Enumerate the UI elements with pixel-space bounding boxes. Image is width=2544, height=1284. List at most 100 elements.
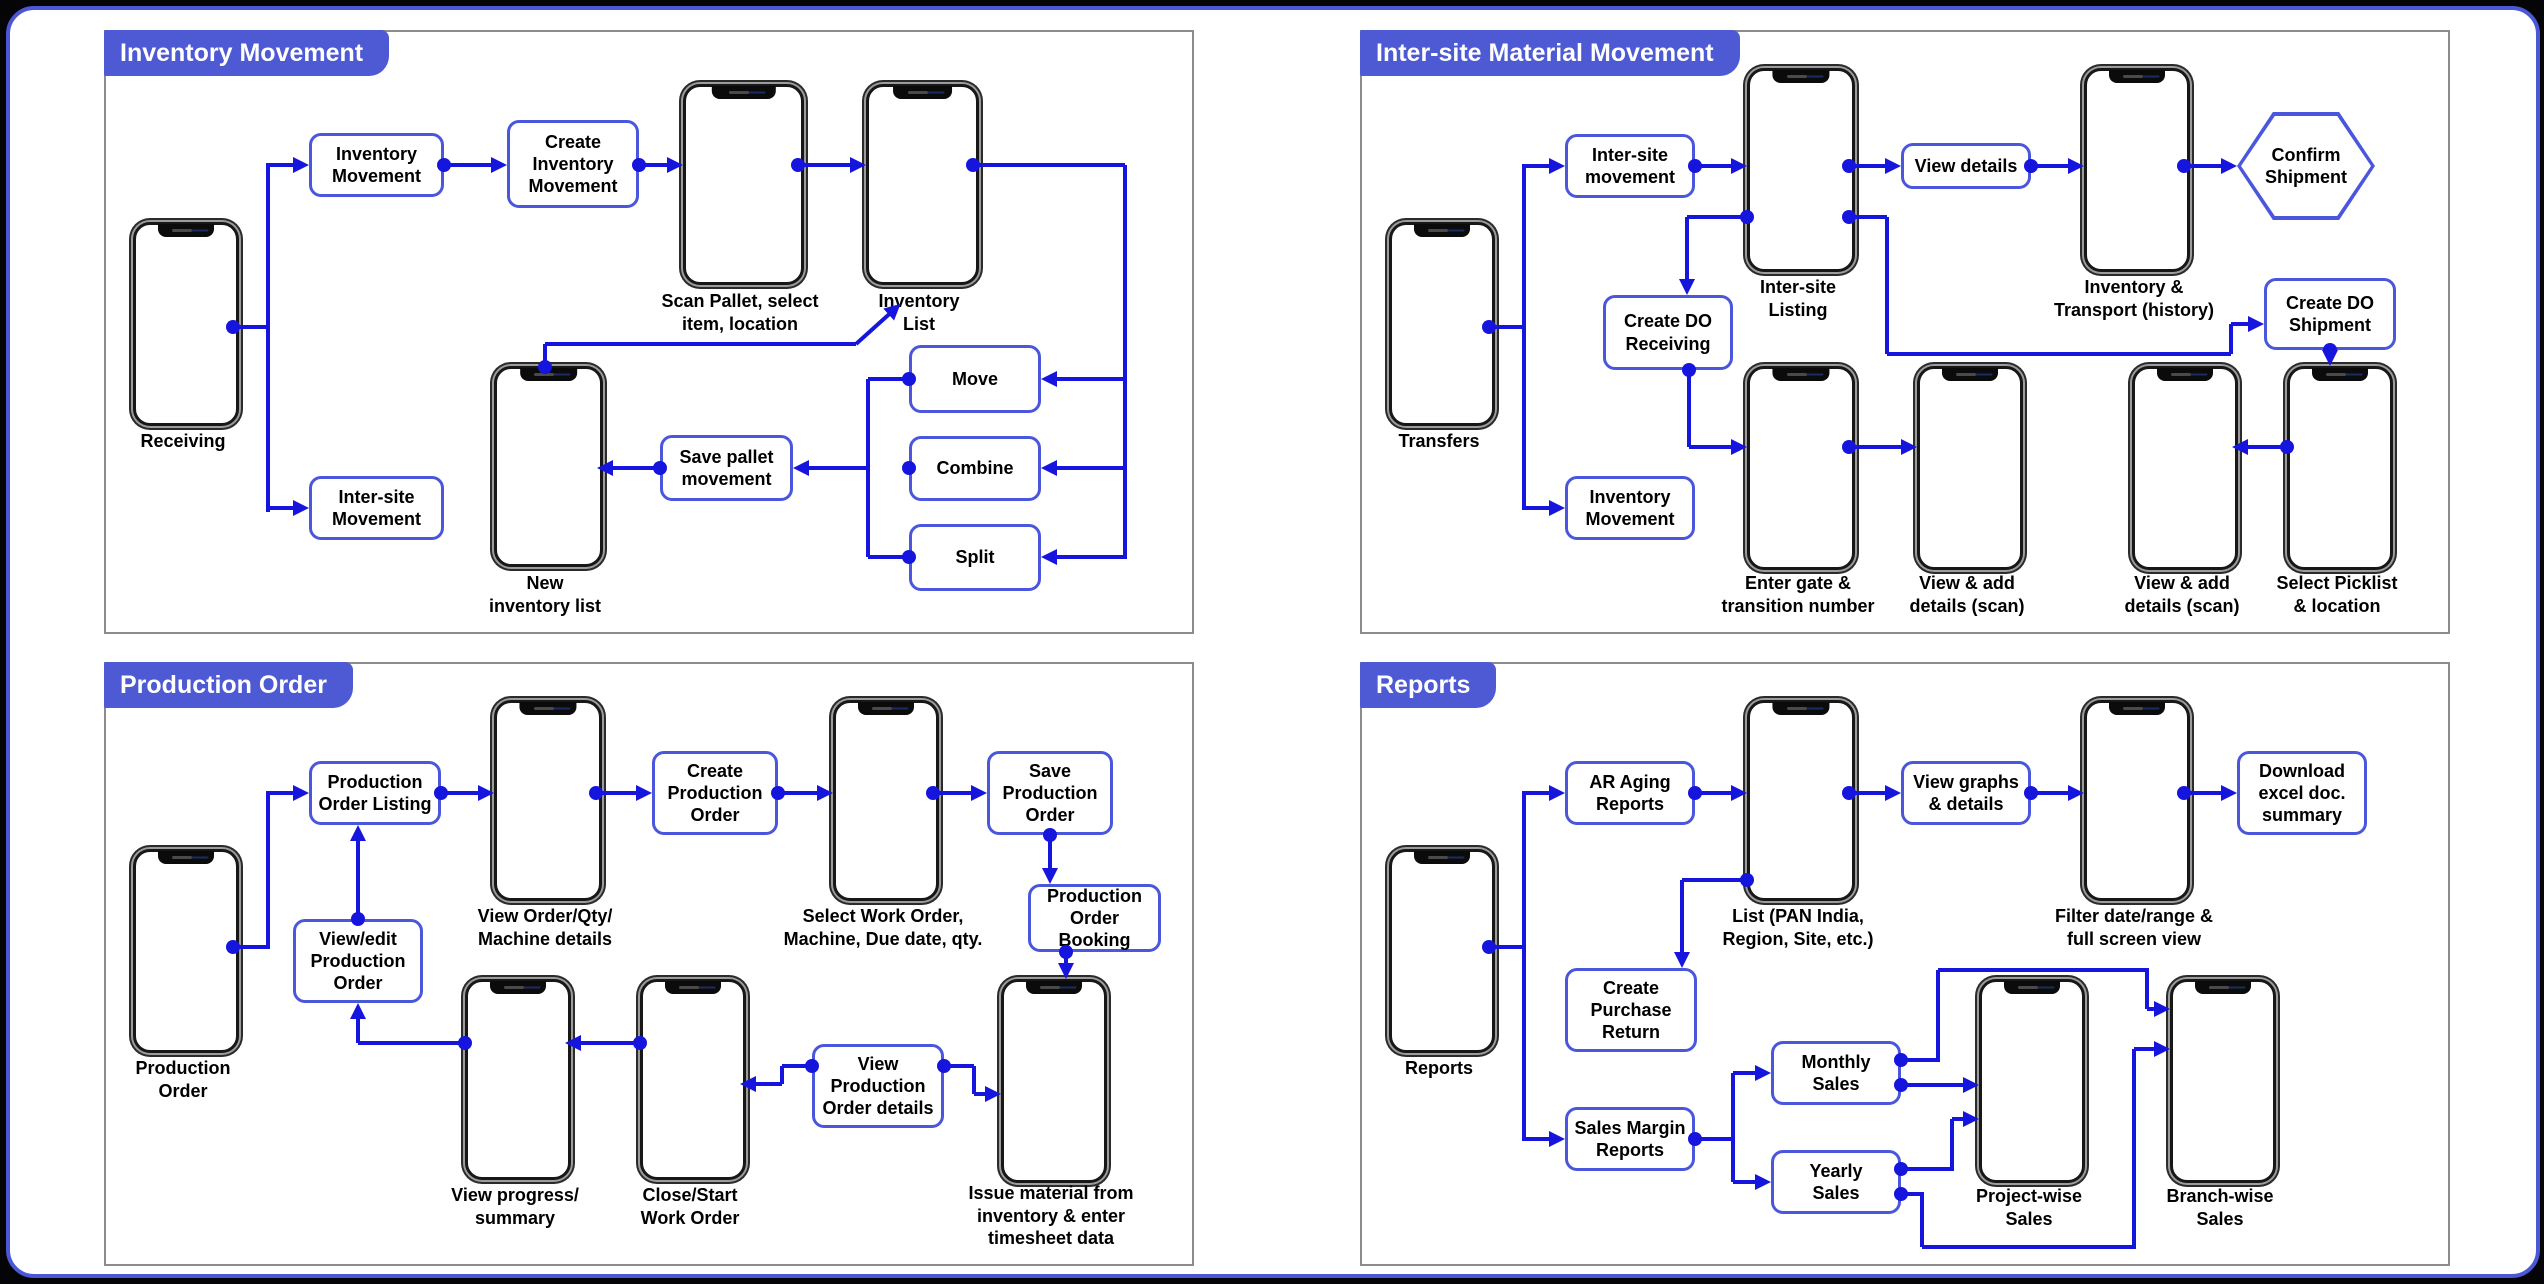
flow-line <box>1524 164 1551 168</box>
flow-line <box>1901 1192 1924 1196</box>
phone-enter-gate <box>1747 366 1855 570</box>
flow-line <box>1887 352 2231 356</box>
panel-production-order: Production Order Production Order Produc… <box>104 662 1194 1266</box>
flow-box-view-graphs-details: View graphs & details <box>1901 761 2031 825</box>
flow-line <box>1123 165 1127 559</box>
arrowhead-icon <box>478 785 494 801</box>
flow-line <box>233 945 270 949</box>
phone-scan-pallet <box>683 84 804 285</box>
flow-line <box>1733 1071 1755 1075</box>
flow-line <box>356 841 360 919</box>
arrowhead-icon <box>1885 158 1901 174</box>
flow-box-inter-site-movement: Inter-site movement <box>1565 134 1695 198</box>
phone-caption-transfers: Transfers <box>1398 431 1480 451</box>
flow-junction-dot <box>805 1059 819 1073</box>
flow-box-view-production-order-details: View Production Order details <box>812 1044 944 1128</box>
flow-line <box>1055 377 1125 381</box>
flow-junction-dot <box>902 372 916 386</box>
arrowhead-icon <box>293 157 309 173</box>
flow-line <box>268 506 296 510</box>
flow-line <box>1489 945 1526 949</box>
phone-caption-view-add-details-2: View & add details (scan) <box>2124 573 2240 616</box>
flow-junction-dot <box>1740 873 1754 887</box>
arrowhead-icon <box>2221 785 2237 801</box>
flow-line <box>266 163 270 512</box>
panel-title-badge: Reports <box>1360 662 1497 708</box>
arrowhead-icon <box>793 460 809 476</box>
arrowhead-icon <box>2154 1041 2170 1057</box>
flow-junction-dot <box>538 360 552 374</box>
flow-line <box>1849 445 1901 449</box>
flow-line <box>974 1092 985 1096</box>
flow-box-view-edit-production-order: View/edit Production Order <box>293 919 423 1003</box>
flow-line <box>782 1064 812 1068</box>
flow-line <box>2231 322 2248 326</box>
arrowhead-icon <box>350 1003 366 1019</box>
flow-box-inter-site-movement: Inter-site Movement <box>309 476 444 540</box>
flow-line <box>1901 1083 1963 1087</box>
arrowhead-icon <box>1549 158 1565 174</box>
phone-caption-close-start: Close/Start Work Order <box>640 1185 740 1228</box>
phone-close-start <box>640 979 746 1180</box>
flow-line <box>2229 324 2233 354</box>
flow-line <box>1849 215 1887 219</box>
flow-line <box>268 791 293 795</box>
arrowhead-icon <box>1963 1077 1979 1093</box>
flow-box-create-do-receiving: Create DO Receiving <box>1603 295 1733 370</box>
flow-box-sales-margin-reports: Sales Margin Reports <box>1565 1107 1695 1171</box>
phone-caption-inter-site-listing: Inter-site Listing <box>1759 277 1837 320</box>
arrowhead-icon <box>597 460 613 476</box>
arrowhead-icon <box>2221 158 2237 174</box>
flow-line <box>639 163 667 167</box>
flow-line <box>868 377 909 381</box>
flow-line <box>944 1064 974 1068</box>
phone-view-add-details-1 <box>1917 366 2023 570</box>
flow-line <box>1885 217 1889 354</box>
flow-line <box>973 163 1125 167</box>
arrowhead-icon <box>1549 785 1565 801</box>
phone-filter-date <box>2084 700 2190 901</box>
flow-line <box>266 791 270 949</box>
flow-box-monthly-sales: Monthly Sales <box>1771 1041 1901 1105</box>
flow-line <box>756 1082 782 1086</box>
flow-line <box>1689 445 1731 449</box>
flow-line <box>1901 1167 1954 1171</box>
flow-line <box>2031 791 2068 795</box>
hexagon-label: Confirm Shipment <box>2241 116 2371 216</box>
flow-line <box>356 1019 360 1043</box>
flow-box-production-order-booking: Production Order Booking <box>1028 884 1161 952</box>
flow-line <box>2184 791 2221 795</box>
arrowhead-icon <box>1731 785 1747 801</box>
arrowhead-icon <box>850 157 866 173</box>
flow-line <box>809 466 868 470</box>
phone-select-picklist <box>2287 366 2393 570</box>
arrowhead-icon <box>740 1076 756 1092</box>
phone-caption-project-wise-sales: Project-wise Sales <box>1975 1186 2083 1229</box>
arrowhead-icon <box>1901 439 1917 455</box>
flow-box-inventory-movement: Inventory Movement <box>309 133 444 197</box>
arrowhead-icon <box>565 1035 581 1051</box>
flow-box-yearly-sales: Yearly Sales <box>1771 1150 1901 1214</box>
flow-line <box>441 791 478 795</box>
phone-view-add-details-2 <box>2132 366 2238 570</box>
arrowhead-icon <box>491 157 507 173</box>
arrowhead-icon <box>636 785 652 801</box>
flow-line <box>444 163 491 167</box>
flow-line <box>1920 1194 1924 1247</box>
arrowhead-icon <box>1679 279 1695 295</box>
flow-box-inventory-movement: Inventory Movement <box>1565 476 1695 540</box>
flow-line <box>2031 164 2068 168</box>
phone-caption-filter-date: Filter date/range & full screen view <box>2054 906 2214 949</box>
flow-junction-dot <box>633 1036 647 1050</box>
arrowhead-icon <box>817 785 833 801</box>
phone-inventory-transport <box>2084 68 2190 272</box>
flow-box-production-order-listing: Production Order Listing <box>309 761 441 825</box>
flow-line <box>1522 791 1526 1141</box>
panel-title-badge: Inventory Movement <box>104 30 390 76</box>
flow-line <box>1695 1137 1735 1141</box>
phone-reports <box>1389 849 1495 1053</box>
flow-line <box>1680 880 1684 952</box>
phone-caption-reports: Reports <box>1404 1058 1474 1078</box>
flow-line <box>1695 791 1731 795</box>
flow-line <box>798 163 850 167</box>
